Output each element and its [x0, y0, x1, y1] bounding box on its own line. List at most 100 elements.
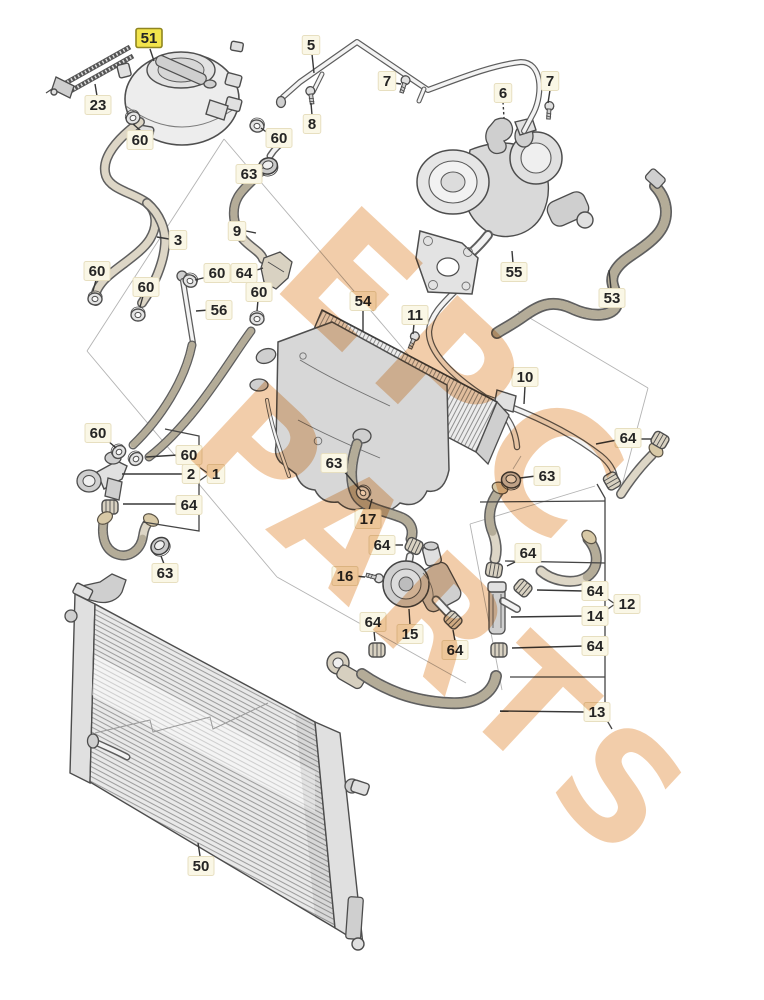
hose-group-12 [484, 429, 672, 635]
part-label-7: 7 [540, 71, 560, 91]
leader-line [197, 842, 201, 857]
svg-text:63: 63 [241, 166, 258, 183]
leader-line [132, 123, 142, 132]
svg-text:60: 60 [251, 284, 268, 301]
leader-line [502, 101, 505, 119]
part-label-63: 63 [533, 466, 561, 486]
part-label-16: 16 [331, 566, 359, 586]
pipe-56 [128, 270, 256, 462]
part-label-60: 60 [203, 263, 231, 283]
leader-line [311, 53, 315, 74]
svg-text:14: 14 [587, 608, 604, 625]
svg-text:64: 64 [236, 265, 253, 282]
leader-line [523, 385, 526, 405]
leader-line [511, 250, 514, 264]
leader-line [94, 83, 98, 97]
svg-text:60: 60 [138, 279, 155, 296]
leader-line [510, 615, 585, 618]
part-label-60: 60 [175, 445, 203, 465]
t-valve-2 [76, 451, 128, 515]
part-label-60: 60 [83, 261, 111, 281]
radiator [64, 573, 370, 951]
leader-line [156, 236, 170, 240]
svg-text:11: 11 [407, 307, 423, 324]
svg-text:7: 7 [383, 73, 391, 90]
part-label-64: 64 [581, 581, 609, 601]
leader-line [92, 279, 97, 292]
bracket-6 [485, 117, 514, 155]
svg-text:64: 64 [520, 545, 537, 562]
svg-text:63: 63 [539, 468, 556, 485]
svg-text:10: 10 [517, 369, 534, 386]
part-label-50: 50 [187, 856, 215, 876]
part-label-64: 64 [175, 495, 203, 515]
leader-line [595, 439, 618, 445]
part-label-60: 60 [265, 128, 293, 148]
leader-line [608, 269, 612, 290]
svg-text:64: 64 [447, 642, 464, 659]
level-pipe [45, 44, 135, 99]
leader-line [149, 48, 155, 62]
part-label-51-highlighted: 51 [135, 27, 163, 49]
svg-text:55: 55 [506, 264, 523, 281]
leader-line [511, 645, 585, 649]
part-label-12: 12 [613, 594, 641, 614]
part-label-64: 64 [368, 535, 396, 555]
part-label-55: 55 [500, 262, 528, 282]
leader-line [245, 230, 257, 234]
svg-text:12: 12 [619, 596, 636, 613]
elbow-fitting [326, 651, 366, 690]
svg-text:64: 64 [365, 614, 382, 631]
svg-text:63: 63 [157, 565, 174, 582]
svg-text:50: 50 [193, 858, 210, 875]
leader-line [160, 555, 165, 565]
charge-air-cooler [249, 309, 510, 513]
part-label-64: 64 [230, 263, 258, 283]
part-label-7: 7 [377, 71, 397, 91]
svg-text:64: 64 [620, 430, 637, 447]
part-label-15: 15 [396, 624, 424, 644]
part-label-2: 2 [181, 464, 201, 484]
part-label-63: 63 [151, 563, 179, 583]
part-label-13: 13 [583, 702, 611, 722]
part-label-9: 9 [227, 221, 247, 241]
svg-text:60: 60 [209, 265, 226, 282]
part-label-1: 1 [206, 464, 226, 484]
svg-text:51: 51 [141, 30, 158, 47]
svg-text:9: 9 [233, 223, 241, 240]
svg-text:64: 64 [587, 638, 604, 655]
svg-text:53: 53 [604, 290, 621, 307]
water-pump [382, 541, 462, 622]
part-label-64: 64 [614, 428, 642, 448]
svg-text:5: 5 [307, 37, 315, 54]
svg-text:7: 7 [546, 73, 554, 90]
part-label-8: 8 [302, 114, 322, 134]
part-label-5: 5 [301, 35, 321, 55]
leader-line [408, 608, 411, 626]
fitting-64 [260, 251, 293, 290]
svg-text:63: 63 [326, 455, 343, 472]
svg-text:1: 1 [212, 466, 220, 483]
part-label-60: 60 [245, 282, 273, 302]
u-hose [94, 508, 162, 561]
turbocharger [415, 117, 594, 295]
svg-text:60: 60 [90, 425, 107, 442]
svg-text:23: 23 [90, 97, 107, 114]
svg-text:13: 13 [589, 704, 606, 721]
part-label-6: 6 [493, 83, 513, 103]
svg-text:64: 64 [181, 497, 198, 514]
part-label-11: 11 [401, 305, 429, 325]
svg-text:8: 8 [308, 116, 316, 133]
coolant-pipe-5 [275, 39, 555, 134]
svg-text:54: 54 [355, 293, 372, 310]
part-label-56: 56 [205, 300, 233, 320]
part-label-60: 60 [126, 130, 154, 150]
leader-line [452, 629, 456, 642]
leader-line [139, 295, 144, 308]
expansion-tank [116, 40, 244, 149]
svg-text:16: 16 [337, 568, 354, 585]
part-label-60: 60 [84, 423, 112, 443]
svg-text:60: 60 [89, 263, 106, 280]
